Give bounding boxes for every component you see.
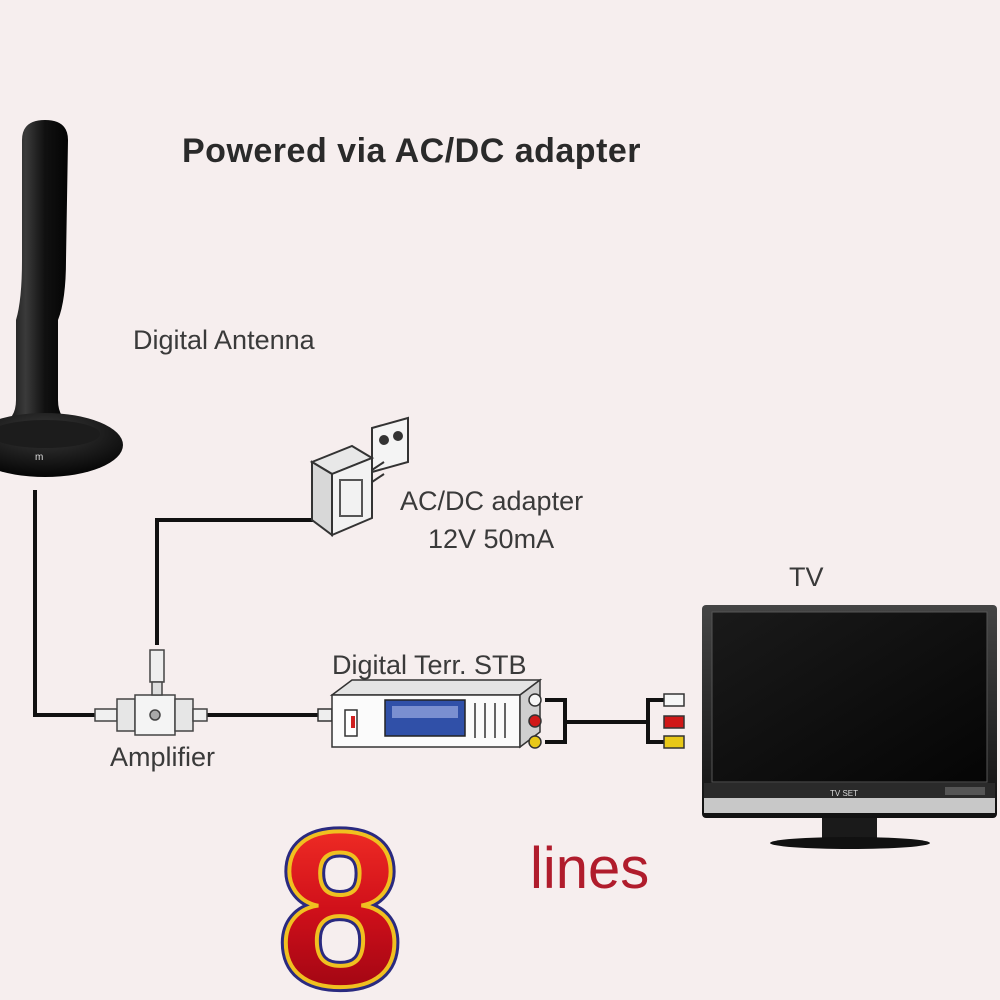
tv-label: TV (789, 562, 824, 592)
av-plugs (663, 693, 685, 749)
power-adapter-icon (309, 416, 409, 537)
av-cable-left (545, 698, 567, 744)
tv-brand-label: TV SET (830, 789, 859, 798)
badge-caption: lines (530, 836, 650, 901)
diagram-title: Powered via AC/DC adapter (182, 132, 642, 170)
amplifier-icon (94, 649, 208, 736)
svg-text:m: m (35, 452, 43, 463)
antenna-label: Digital Antenna (133, 325, 315, 355)
antenna-cable (33, 490, 95, 717)
adapter-cable (155, 518, 315, 645)
stb-label: Digital Terr. STB (332, 650, 527, 680)
adapter-label: AC/DC adapter (400, 486, 584, 516)
television-icon (702, 605, 997, 849)
set-top-box-icon (317, 678, 543, 749)
antenna-icon: m (0, 120, 123, 477)
badge-number-gold-outline: 8 (279, 786, 401, 1000)
av-cable-right (646, 698, 665, 744)
amplifier-label: Amplifier (110, 742, 216, 772)
badge-number: 8 (279, 786, 401, 1000)
cables (33, 490, 665, 744)
adapter-spec-label: 12V 50mA (428, 524, 555, 554)
number-badge-icon: 8 8 (274, 781, 406, 1000)
